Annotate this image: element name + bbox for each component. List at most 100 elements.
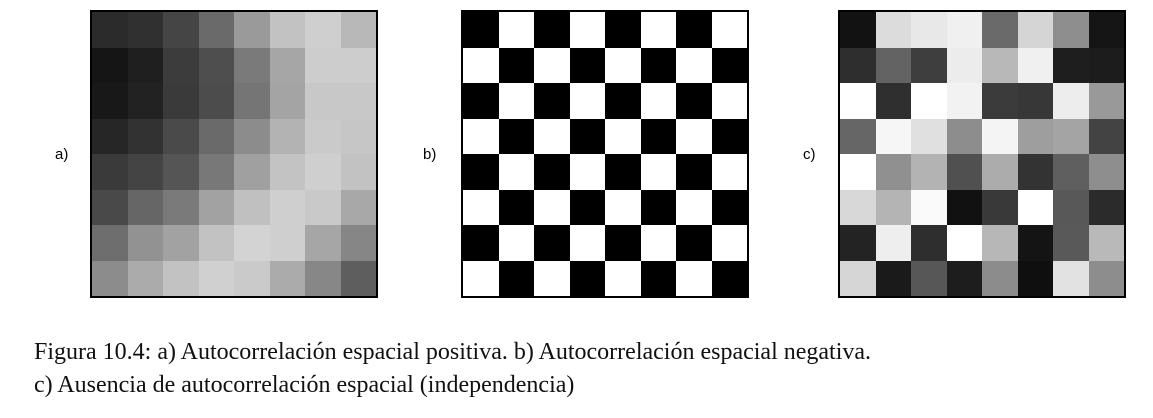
grid-cell (911, 225, 947, 261)
grid-cell (92, 189, 128, 225)
grid-cell (163, 260, 199, 296)
grid-cell (640, 225, 676, 261)
grid-cell (569, 12, 605, 48)
grid-cell (234, 118, 270, 154)
panel-b-grid (461, 10, 749, 298)
grid-cell (875, 225, 911, 261)
grid-cell (127, 47, 163, 83)
grid-cell (92, 154, 128, 190)
grid-cell (982, 12, 1018, 48)
grid-cell (982, 189, 1018, 225)
grid-cell (569, 154, 605, 190)
grid-cell (463, 118, 499, 154)
grid-cell (234, 260, 270, 296)
grid-cell (640, 12, 676, 48)
grid-cell (1088, 47, 1124, 83)
grid-cell (163, 189, 199, 225)
grid-cell (840, 189, 876, 225)
grid-cell (269, 260, 305, 296)
grid-cell (946, 260, 982, 296)
grid-cell (911, 83, 947, 119)
grid-cell (340, 260, 376, 296)
grid-cell (1088, 225, 1124, 261)
grid-cell (676, 225, 712, 261)
grid-cell (640, 118, 676, 154)
grid-cell (127, 154, 163, 190)
grid-cell (911, 118, 947, 154)
grid-cell (840, 12, 876, 48)
grid-cell (640, 260, 676, 296)
grid-cell (127, 189, 163, 225)
grid-cell (198, 225, 234, 261)
grid-cell (569, 225, 605, 261)
grid-cell (92, 12, 128, 48)
grid-cell (127, 225, 163, 261)
grid-cell (1088, 83, 1124, 119)
grid-cell (305, 12, 341, 48)
caption-line-1: Figura 10.4: a) Autocorrelación espacial… (34, 339, 872, 365)
grid-cell (463, 83, 499, 119)
grid-cell (1053, 260, 1089, 296)
grid-cell (1053, 225, 1089, 261)
grid-cell (1017, 225, 1053, 261)
grid-cell (340, 83, 376, 119)
grid-cell (676, 260, 712, 296)
panel-c-label: c) (803, 146, 816, 163)
grid-cell (340, 118, 376, 154)
grid-cell (1017, 154, 1053, 190)
grid-cell (875, 260, 911, 296)
grid-cell (1088, 260, 1124, 296)
grid-cell (305, 47, 341, 83)
grid-cell (676, 83, 712, 119)
grid-cell (711, 12, 747, 48)
grid-cell (163, 225, 199, 261)
grid-cell (498, 118, 534, 154)
grid-cell (875, 12, 911, 48)
grid-cell (840, 225, 876, 261)
grid-cell (1017, 47, 1053, 83)
grid-cell (269, 83, 305, 119)
grid-cell (982, 47, 1018, 83)
grid-cell (163, 154, 199, 190)
grid-cell (605, 83, 641, 119)
grid-cell (605, 225, 641, 261)
grid-cell (1088, 12, 1124, 48)
grid-cell (234, 154, 270, 190)
grid-cell (605, 154, 641, 190)
grid-cell (640, 189, 676, 225)
grid-cell (305, 260, 341, 296)
grid-cell (534, 118, 570, 154)
grid-cell (875, 47, 911, 83)
grid-cell (340, 47, 376, 83)
grid-cell (127, 260, 163, 296)
grid-cell (640, 47, 676, 83)
grid-cell (534, 47, 570, 83)
grid-cell (340, 154, 376, 190)
grid-cell (1088, 118, 1124, 154)
grid-cell (911, 12, 947, 48)
grid-cell (711, 260, 747, 296)
grid-cell (1053, 47, 1089, 83)
grid-cell (498, 189, 534, 225)
grid-cell (840, 47, 876, 83)
grid-cell (163, 118, 199, 154)
grid-cell (1088, 189, 1124, 225)
grid-cell (269, 47, 305, 83)
grid-cell (198, 12, 234, 48)
grid-cell (946, 154, 982, 190)
grid-cell (1053, 189, 1089, 225)
grid-cell (982, 260, 1018, 296)
grid-cell (463, 12, 499, 48)
grid-cell (911, 47, 947, 83)
grid-cell (676, 154, 712, 190)
grid-cell (498, 154, 534, 190)
grid-cell (127, 12, 163, 48)
grid-cell (198, 118, 234, 154)
grid-cell (163, 83, 199, 119)
grid-cell (92, 47, 128, 83)
grid-cell (498, 83, 534, 119)
grid-cell (534, 12, 570, 48)
grid-cell (711, 83, 747, 119)
panel-b-label: b) (423, 146, 437, 163)
grid-cell (605, 189, 641, 225)
